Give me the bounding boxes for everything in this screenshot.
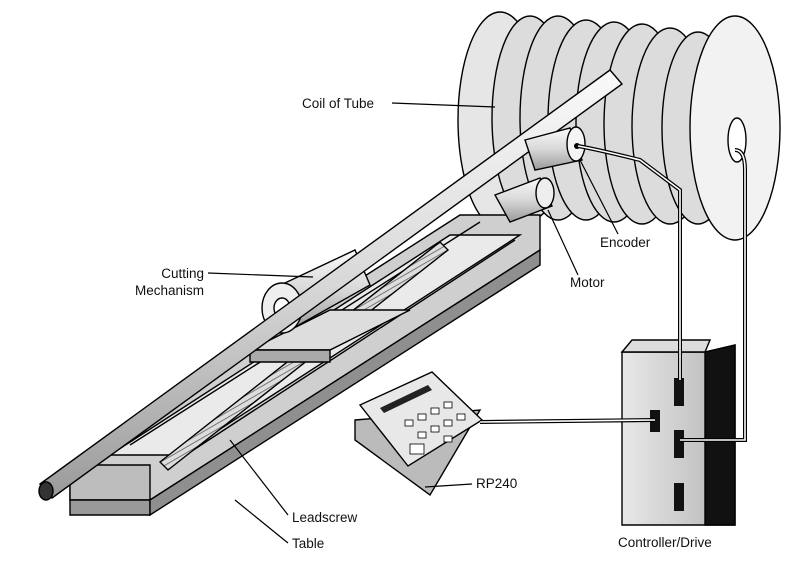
rp240-label: RP240	[476, 476, 517, 491]
label-motor: Motor	[547, 209, 605, 290]
coil-label: Coil of Tube	[302, 96, 374, 111]
label-encoder: Encoder	[579, 159, 651, 250]
tube	[38, 69, 624, 501]
encoder	[524, 126, 586, 171]
controller-label: Controller/Drive	[618, 535, 712, 550]
table	[69, 214, 541, 517]
label-leadscrew: Leadscrew	[229, 439, 358, 525]
cutting-label-line1: Cutting	[161, 266, 204, 281]
leadscrew-label: Leadscrew	[292, 510, 358, 525]
label-rp240: RP240	[424, 476, 517, 491]
motor-label: Motor	[570, 275, 605, 290]
table-label: Table	[292, 536, 324, 551]
label-table: Table	[234, 499, 324, 551]
motor	[493, 177, 555, 223]
rp240-keypad	[354, 371, 484, 497]
label-coil-of-tube: Coil of Tube	[302, 96, 496, 111]
label-cutting-mechanism: Cutting Mechanism	[135, 266, 314, 298]
controller-drive	[620, 339, 736, 526]
cutting-label-line2: Mechanism	[135, 283, 204, 298]
encoder-label: Encoder	[600, 235, 651, 250]
